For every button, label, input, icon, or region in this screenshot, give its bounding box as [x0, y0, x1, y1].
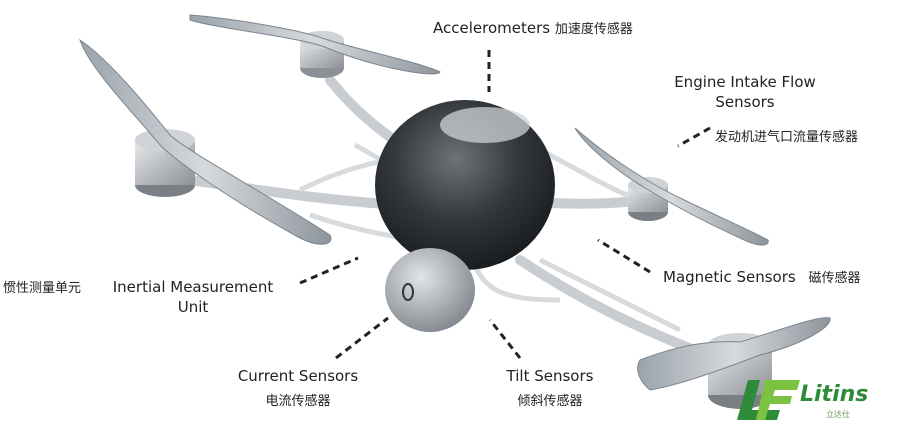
camera-pod: [385, 248, 475, 332]
leader-tilt: [488, 319, 522, 359]
label-magnetic: Magnetic Sensors 磁传感器: [663, 267, 860, 289]
label-current-en: Current Sensors: [237, 367, 359, 385]
dome-highlight: [440, 107, 530, 143]
label-magnetic-en: Magnetic Sensors: [663, 268, 796, 286]
camera-lens: [402, 283, 414, 301]
label-imu-en1: Inertial Measurement: [112, 278, 274, 296]
label-imu: Inertial Measurement Unit: [98, 277, 288, 317]
label-engine-intake: Engine Intake Flow Sensors: [660, 72, 830, 112]
litins-logo-mark: [737, 380, 800, 420]
body-dome: [375, 100, 555, 270]
litins-logo-text: Litins: [800, 382, 869, 407]
label-accelerometers-en: Accelerometers: [433, 19, 551, 37]
label-current: Current Sensors 电流传感器: [228, 366, 368, 412]
label-current-cn: 电流传感器: [265, 394, 331, 409]
label-imu-en2: Unit: [177, 298, 209, 316]
label-tilt-en: Tilt Sensors: [506, 367, 594, 385]
propellers: [79, 14, 831, 391]
leader-imu: [299, 256, 359, 285]
litins-logo-subtext: 立达仕: [826, 410, 850, 419]
leader-lines: [299, 50, 711, 360]
label-tilt-cn: 倾斜传感器: [517, 394, 583, 409]
label-accelerometers-cn: 加速度传感器: [554, 22, 633, 37]
label-engine-intake-en1: Engine Intake Flow: [674, 73, 816, 91]
leader-engine-intake: [677, 126, 711, 148]
label-magnetic-cn: 磁传感器: [808, 271, 861, 286]
label-imu-cn: 惯性测量单元: [3, 281, 82, 296]
label-accelerometers: Accelerometers 加速度传感器: [433, 18, 633, 40]
leader-current: [335, 316, 389, 360]
label-engine-intake-cn: 发动机进气口流量传感器: [715, 130, 859, 145]
label-engine-intake-en2: Sensors: [715, 93, 775, 111]
leader-magnetic: [597, 238, 651, 274]
label-tilt: Tilt Sensors 倾斜传感器: [495, 366, 605, 412]
